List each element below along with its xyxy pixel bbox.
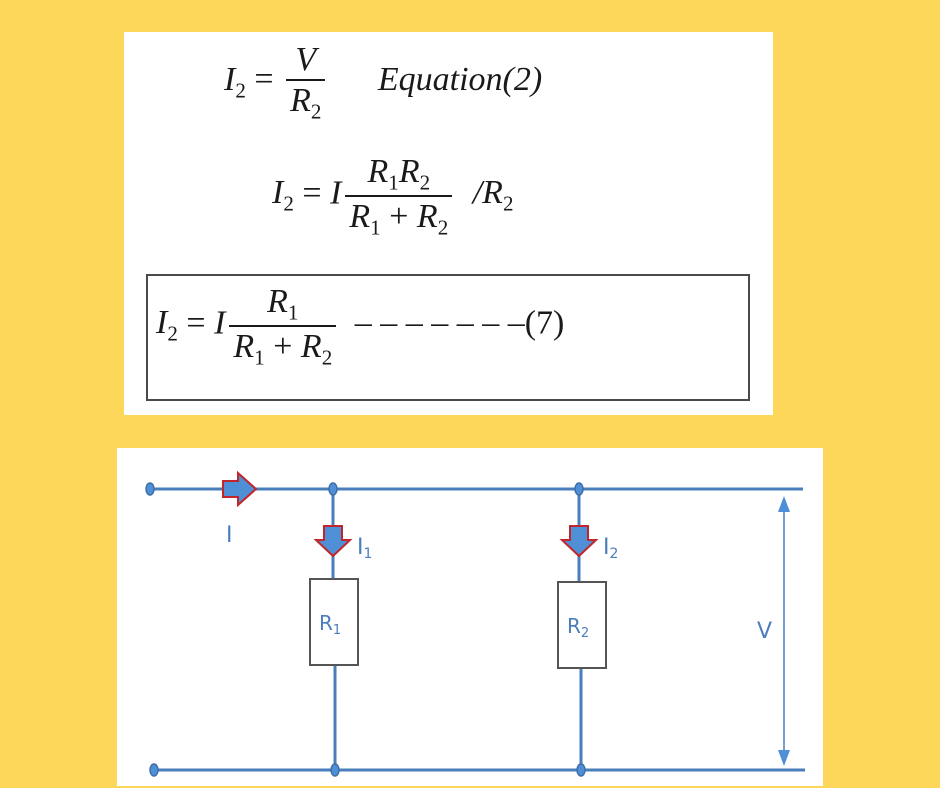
label-i1: I1 [357, 535, 372, 562]
label-voltage: V [757, 619, 772, 644]
node-bottom-2 [576, 763, 586, 777]
resistor-r1 [309, 578, 359, 666]
equation-2: I2 = V R2 Equation(2) [224, 40, 542, 124]
label-total-current: I [226, 523, 233, 548]
input-terminal-bottom [149, 763, 159, 777]
node-bottom-1 [330, 763, 340, 777]
equation-number: (7) [524, 304, 565, 342]
node-top-2 [574, 482, 584, 496]
arrow-up-icon [778, 496, 790, 512]
label-r1: R1 [319, 611, 341, 638]
current-arrow-down-icon [559, 525, 599, 558]
circuit-panel: I I1 I2 R1 R2 V [117, 448, 823, 786]
label-r2: R2 [567, 614, 589, 641]
parallel-circuit-diagram: I I1 I2 R1 R2 V [145, 470, 805, 777]
equation-7: I2 = I R1 R1 + R2 – – – – – – –(7) [156, 282, 565, 369]
input-terminal-top [145, 482, 155, 496]
fraction-r1r2-over-sum: R1R2 R1 + R2 [345, 152, 453, 239]
label-i2: I2 [603, 535, 618, 562]
boxed-result-equation: I2 = I R1 R1 + R2 – – – – – – –(7) [146, 274, 750, 401]
equals-sign: = [254, 60, 274, 98]
current-arrow-down-icon [313, 525, 353, 558]
equation-label: Equation(2) [377, 60, 543, 98]
eq1-lhs: I2 [224, 60, 246, 103]
fraction-r1-over-sum: R1 R1 + R2 [229, 282, 337, 369]
arrow-down-icon [778, 750, 790, 766]
resistor-r2 [557, 581, 607, 669]
dash-leader: – – – – – – – [354, 304, 525, 342]
current-arrow-right-icon [222, 470, 258, 508]
equation-substitution: I2 = I R1R2 R1 + R2 /R2 [272, 152, 514, 239]
node-top-1 [328, 482, 338, 496]
fraction-v-over-r2: V R2 [286, 40, 326, 124]
equation-panel: I2 = V R2 Equation(2) I2 = I R1R2 R1 + R… [124, 32, 773, 415]
